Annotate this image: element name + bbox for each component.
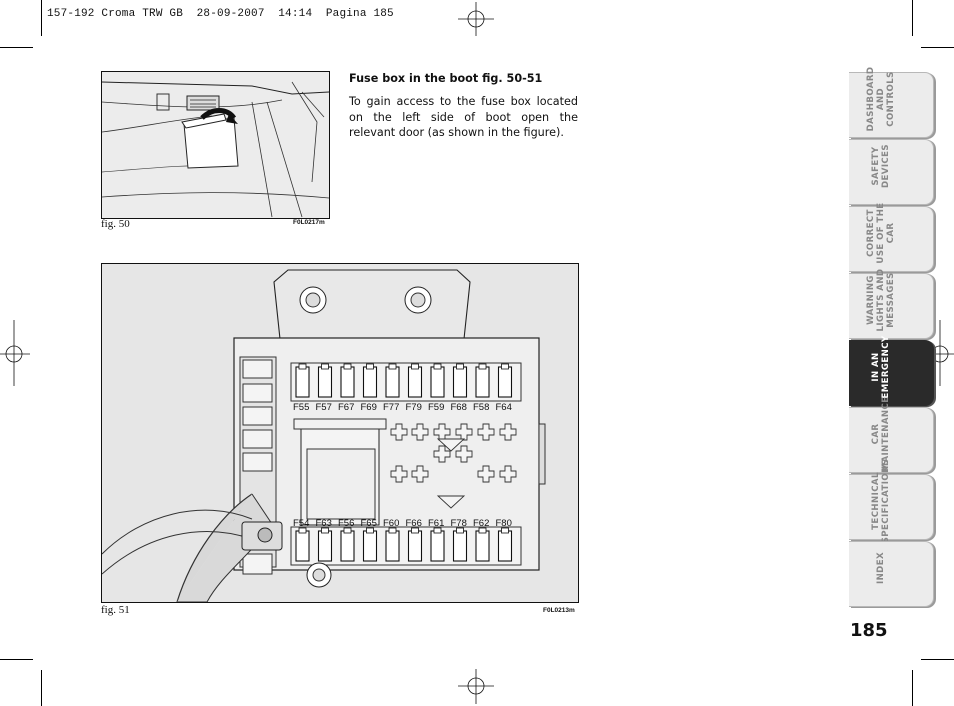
fuse-label: F60 xyxy=(383,518,399,529)
tab-label: CAR MAINTENANCE xyxy=(871,396,891,472)
fuse-label: F65 xyxy=(361,518,377,529)
fuse-label: F66 xyxy=(406,518,422,529)
figure-51-code: F0L0213m xyxy=(543,607,575,614)
tab-index[interactable]: INDEX xyxy=(849,541,934,607)
fuse-label: F62 xyxy=(473,518,489,529)
connector-terminal xyxy=(455,423,473,441)
fuse-label: F69 xyxy=(361,402,377,413)
fuse-slot xyxy=(362,530,378,562)
connector-terminal xyxy=(455,445,473,463)
page-number: 185 xyxy=(850,620,888,641)
fuse-slot xyxy=(475,366,490,398)
tab-label: TECHNICAL SPECIFICATIONS xyxy=(871,458,891,544)
connector-terminal xyxy=(499,465,517,483)
fuse-label: F61 xyxy=(428,518,444,529)
tab-label: WARNING LIGHTS AND MESSAGES xyxy=(866,268,896,332)
fuse-label: F54 xyxy=(293,518,309,529)
connector-terminal xyxy=(390,423,408,441)
section-title: Fuse box in the boot fig. 50-51 xyxy=(349,72,543,85)
fuse-label: F59 xyxy=(428,402,444,413)
tab-label: SAFETY DEVICES xyxy=(871,143,891,189)
fuse-label: F57 xyxy=(316,402,332,413)
figure-51-image: F55 F57 F67 F69 F77 F79 F59 F68 F58 F64 F54 F63 F56… xyxy=(101,263,579,603)
fuse-label: F63 xyxy=(316,518,332,529)
tab-safety-devices[interactable]: SAFETY DEVICES xyxy=(849,139,934,205)
connector-terminal xyxy=(436,438,466,452)
fuse-label: F68 xyxy=(451,402,467,413)
tab-technical-specifications[interactable]: TECHNICAL SPECIFICATIONS xyxy=(849,459,934,543)
connector-terminal xyxy=(436,495,466,509)
tab-label: DASHBOARD AND CONTROLS xyxy=(866,66,896,132)
fuse-slot xyxy=(317,366,333,398)
fuse-slot xyxy=(295,366,310,398)
connector-terminal xyxy=(499,423,517,441)
tab-dashboard-and-controls[interactable]: DASHBOARD AND CONTROLS xyxy=(849,67,934,138)
connector-terminal xyxy=(411,465,429,483)
tab-label: IN AN EMERGENCY xyxy=(871,335,891,399)
fuse-slot xyxy=(385,530,400,562)
fuse-label: F67 xyxy=(338,402,354,413)
fuse-slot xyxy=(340,366,355,398)
fuse-slot xyxy=(295,530,310,562)
fuse-label: F80 xyxy=(496,518,512,529)
fuse-slot xyxy=(407,366,423,398)
figure-50-code: F0L0217m xyxy=(293,219,325,226)
fuse-slot xyxy=(317,530,333,562)
tab-label: CORRECT USE OF THE CAR xyxy=(866,202,896,264)
fuse-slot xyxy=(475,530,490,562)
fuse-label: F77 xyxy=(383,402,399,413)
connector-terminal xyxy=(411,423,429,441)
fuse-slot xyxy=(452,530,468,562)
figure-50-label: fig. 50 xyxy=(101,218,130,230)
figure-51-label: fig. 51 xyxy=(101,604,130,616)
fuse-slot xyxy=(497,366,513,398)
fuse-slot xyxy=(340,530,355,562)
connector-terminal xyxy=(433,445,451,463)
tab-correct-use-of-the-car[interactable]: CORRECT USE OF THE CAR xyxy=(849,202,934,272)
tab-label: INDEX xyxy=(876,551,886,585)
fuse-slot xyxy=(452,366,468,398)
fuse-label: F79 xyxy=(406,402,422,413)
section-body: To gain access to the fuse box located o… xyxy=(349,95,578,139)
fuse-slot xyxy=(497,530,513,562)
connector-terminal xyxy=(477,423,495,441)
tab-warning-lights-and-messages[interactable]: WARNING LIGHTS AND MESSAGES xyxy=(849,269,934,339)
fuse-label: F78 xyxy=(451,518,467,529)
connector-terminal xyxy=(477,465,495,483)
fuse-slot xyxy=(430,530,445,562)
connector-terminal xyxy=(390,465,408,483)
fuse-label: F58 xyxy=(473,402,489,413)
print-header: 157-192 Croma TRW GB 28-09-2007 14:14 Pa… xyxy=(47,8,394,20)
figure-50-image xyxy=(101,71,330,219)
fuse-slot xyxy=(407,530,423,562)
fuse-label: F64 xyxy=(496,402,512,413)
fuse-slot xyxy=(430,366,445,398)
fuse-label: F56 xyxy=(338,518,354,529)
fuse-label: F55 xyxy=(293,402,309,413)
tab-car-maintenance[interactable]: CAR MAINTENANCE xyxy=(849,397,934,473)
tab-in-an-emergency[interactable]: IN AN EMERGENCY xyxy=(849,335,934,406)
fuse-slot xyxy=(385,366,400,398)
fuse-slot xyxy=(362,366,378,398)
